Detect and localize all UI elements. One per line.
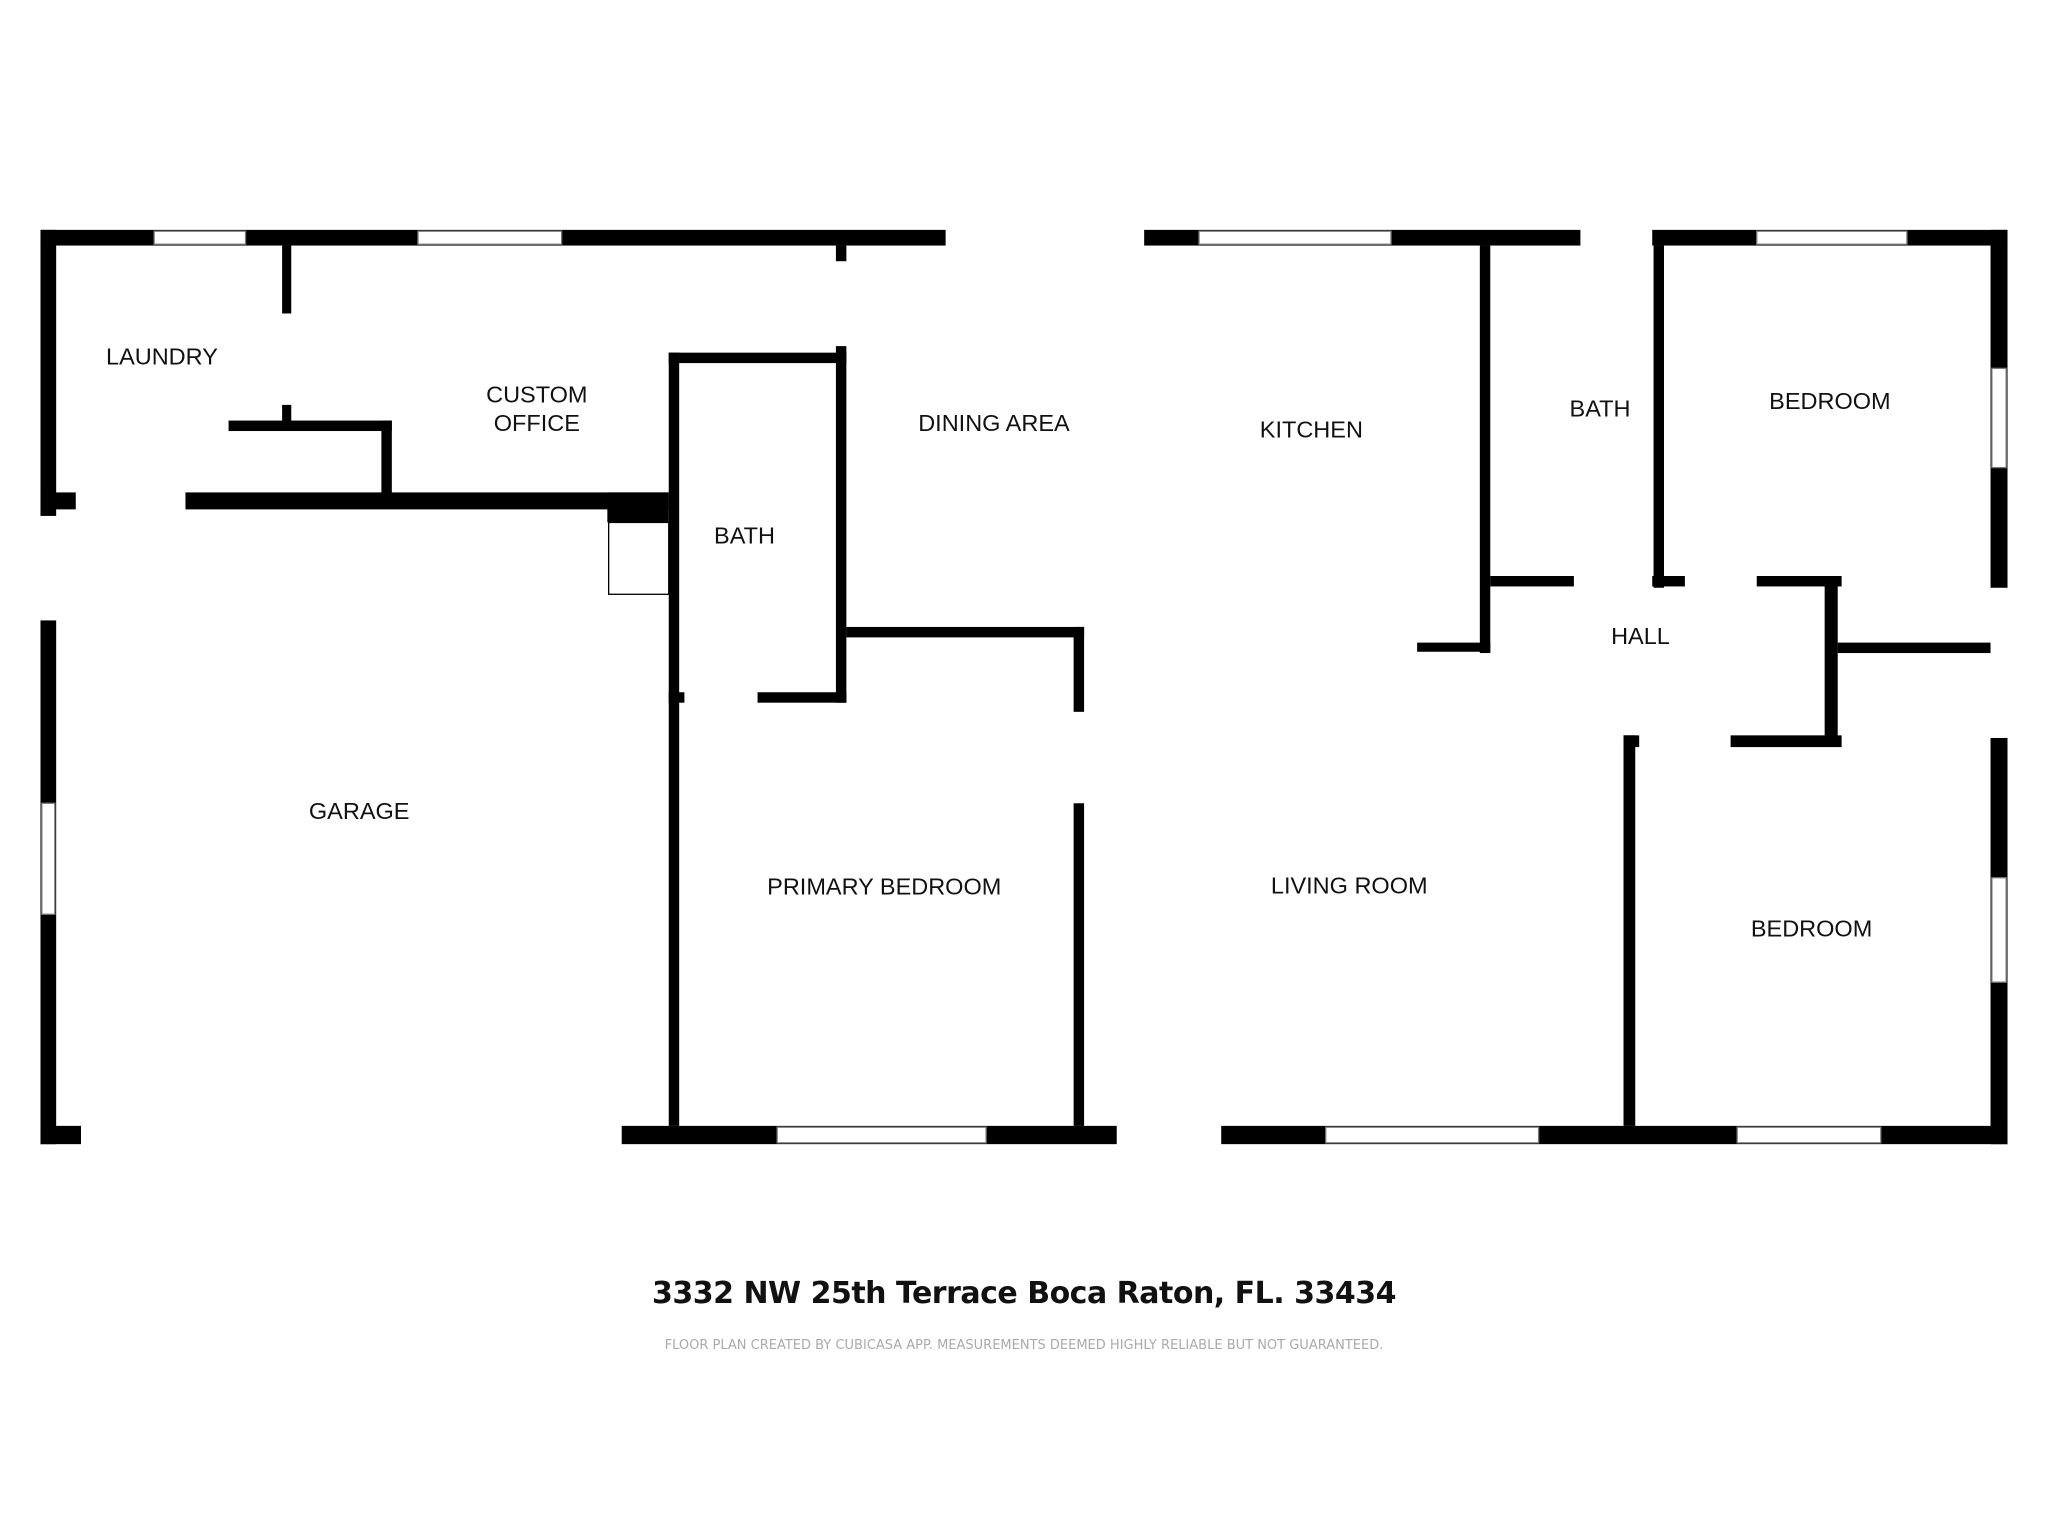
room-label-primary-bedroom: PRIMARY BEDROOM	[767, 874, 1001, 900]
room-label-laundry: LAUNDRY	[106, 343, 218, 369]
room-label-bath-2: BATH	[1570, 396, 1631, 422]
room-label-office-line1: CUSTOM	[486, 381, 587, 407]
windows	[41, 230, 2007, 1144]
room-label-bedroom-2: BEDROOM	[1751, 915, 1872, 941]
property-address: 3332 NW 25th Terrace Boca Raton, FL. 334…	[652, 1276, 1396, 1311]
outer-walls	[40, 229, 2008, 1145]
room-label-office-line2: OFFICE	[494, 410, 580, 436]
room-label-bedroom: BEDROOM	[1769, 388, 1890, 414]
room-label-garage: GARAGE	[309, 798, 410, 824]
room-label-bath: BATH	[714, 522, 775, 548]
room-label-hall: HALL	[1611, 623, 1670, 649]
room-label-living-room: LIVING ROOM	[1271, 872, 1428, 898]
openings	[39, 228, 2009, 1146]
interior-walls	[40, 245, 1991, 1126]
disclaimer: FLOOR PLAN CREATED BY CUBICASA APP. MEAS…	[664, 1338, 1384, 1353]
room-label-dining-area: DINING AREA	[918, 410, 1070, 436]
room-label-kitchen: KITCHEN	[1260, 417, 1363, 443]
room-labels: LAUNDRY CUSTOM OFFICE BATH DINING AREA K…	[106, 343, 1891, 941]
